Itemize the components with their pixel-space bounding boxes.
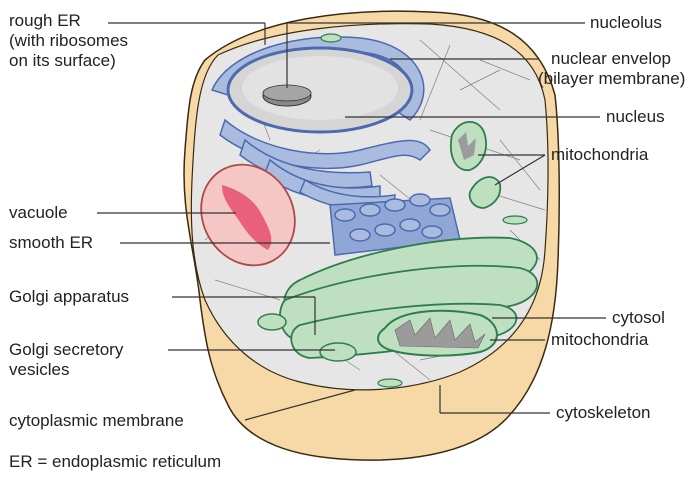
label-mitochondria-bottom: mitochondria bbox=[551, 330, 648, 350]
label-cytoplasmic-membrane: cytoplasmic membrane bbox=[9, 411, 184, 431]
label-nucleus: nucleus bbox=[606, 107, 665, 127]
label-mitochondria-top: mitochondria bbox=[551, 145, 648, 165]
label-golgi-vesicles: Golgi secretory vesicles bbox=[9, 340, 123, 380]
label-cytosol: cytosol bbox=[612, 308, 665, 328]
label-golgi-apparatus: Golgi apparatus bbox=[9, 287, 129, 307]
nucleus-inner-shade bbox=[242, 56, 398, 120]
label-nuclear-envelope: nuclear envelop (bilayer membrane) bbox=[538, 49, 684, 89]
label-smooth-er: smooth ER bbox=[9, 233, 93, 253]
label-vacuole: vacuole bbox=[9, 203, 68, 223]
label-cytoskeleton: cytoskeleton bbox=[556, 403, 651, 423]
label-footnote: ER = endoplasmic reticulum bbox=[9, 452, 221, 472]
label-rough-er: rough ER (with ribosomes on its surface) bbox=[9, 11, 128, 71]
label-nucleolus: nucleolus bbox=[590, 13, 662, 33]
